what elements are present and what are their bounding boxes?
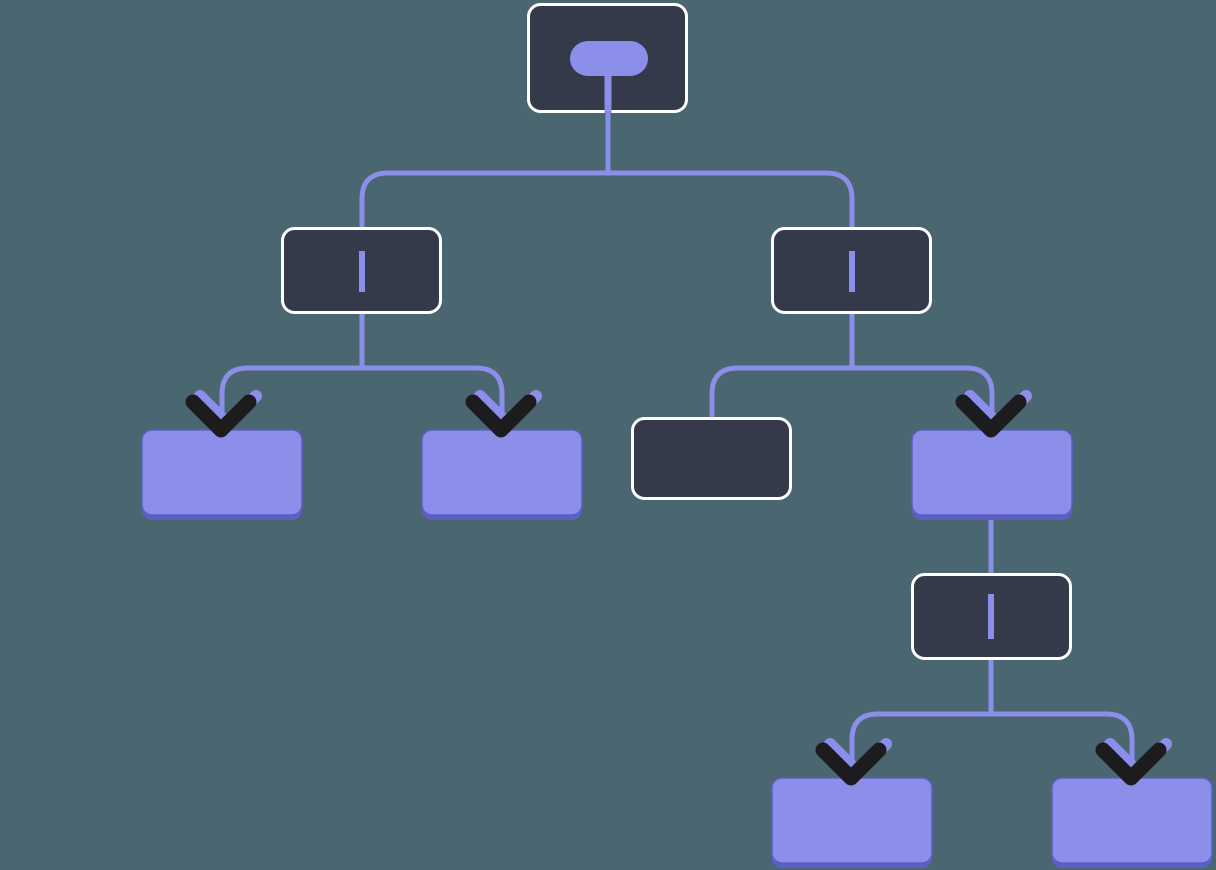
edge-split-level-1-line (359, 170, 855, 314)
edge-branch-left-children-line (219, 314, 505, 430)
arrowhead-leaf-2 (465, 390, 542, 438)
leaf-node-3[interactable] (771, 777, 933, 868)
leaf-node-4-body[interactable] (1051, 777, 1213, 864)
sub-branch-node[interactable] (911, 573, 1072, 660)
intermediate-purple-node[interactable] (911, 429, 1073, 520)
arrowhead-leaf-4 (1095, 738, 1172, 786)
leaf-node-4[interactable] (1051, 777, 1213, 868)
leaf-node-1-body[interactable] (141, 429, 303, 516)
arrowhead-leaf-1 (185, 390, 262, 438)
leaf-node-1[interactable] (141, 429, 303, 520)
arrowhead-mid-purple (955, 390, 1032, 438)
edge-subbranch-children (849, 660, 1135, 778)
edge-branch-left-children (219, 314, 505, 430)
edge-branch-right-children-line (709, 314, 995, 430)
terminal-dark-node[interactable] (631, 417, 792, 500)
branch-node-left[interactable] (281, 227, 442, 314)
root-node[interactable] (527, 3, 688, 114)
arrowhead-leaf-4-icon (1095, 742, 1167, 786)
edge-subbranch-children-line (849, 660, 1135, 778)
terminal-dark-node-body[interactable] (631, 417, 792, 500)
arrowhead-mid-purple-icon (955, 394, 1027, 438)
intermediate-purple-node-body[interactable] (911, 429, 1073, 516)
arrowhead-leaf-2-icon (465, 394, 537, 438)
edges-layer (219, 113, 1135, 778)
leaf-node-3-body[interactable] (771, 777, 933, 864)
branch-node-right[interactable] (771, 227, 932, 314)
edge-branch-right-children (709, 314, 995, 430)
arrowhead-leaf-1-icon (185, 394, 257, 438)
edge-split-level-1 (359, 170, 855, 314)
arrowheads-layer (185, 390, 1172, 786)
arrowhead-leaf-3-icon (815, 742, 887, 786)
leaf-node-2[interactable] (421, 429, 583, 520)
leaf-node-2-body[interactable] (421, 429, 583, 516)
root-pill-glyph (570, 41, 648, 76)
arrowhead-leaf-3 (815, 738, 892, 786)
nodes-layer (141, 3, 1213, 868)
